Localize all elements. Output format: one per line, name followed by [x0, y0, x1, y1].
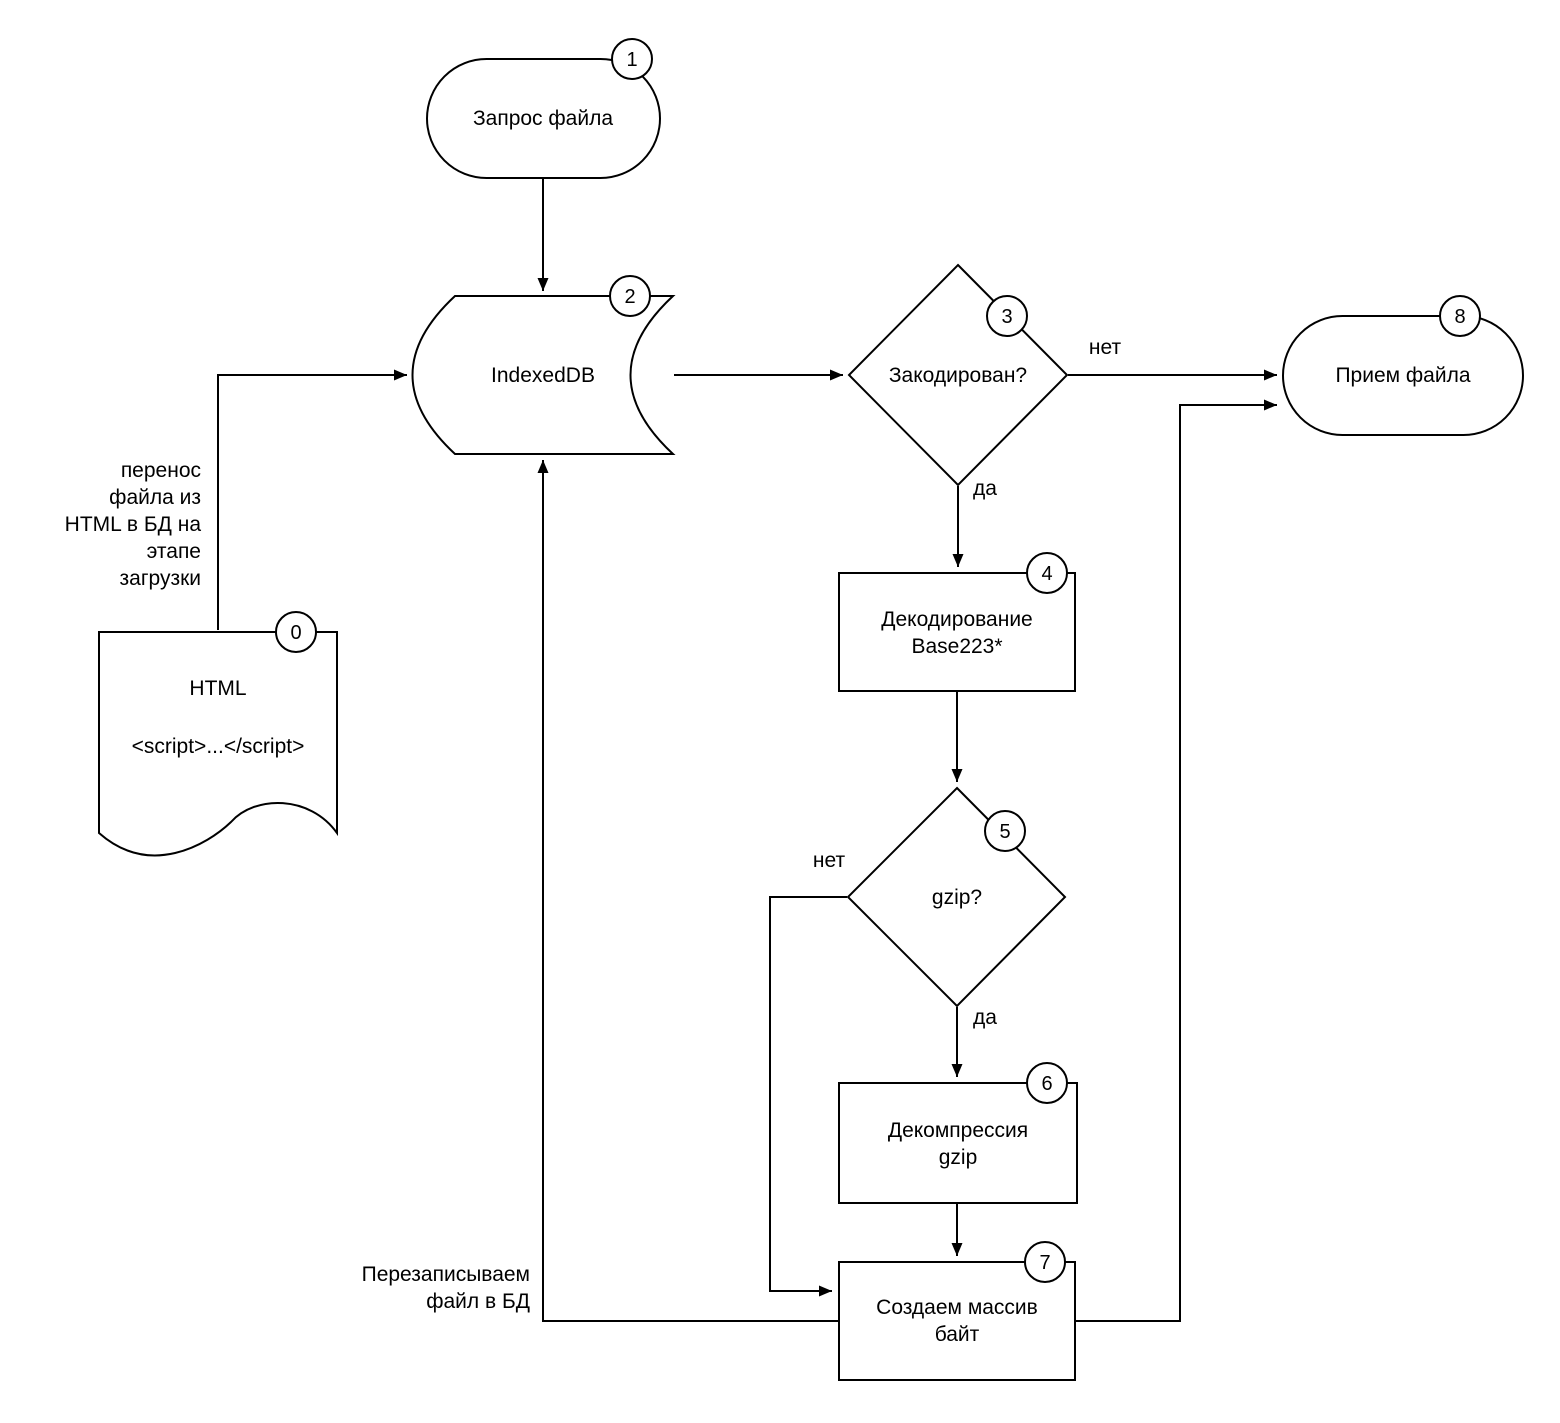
badge-number: 1: [626, 49, 637, 71]
badge-circle: [1024, 1241, 1066, 1283]
node-decode-base223: Декодирование Base223* 4: [838, 552, 1076, 692]
edges: [217, 178, 1277, 1322]
node-byte-array-label-line1: Создаем массив: [876, 1296, 1038, 1319]
badge-number: 3: [1001, 306, 1012, 328]
badge-number: 8: [1454, 306, 1465, 328]
step-badge: 1: [611, 38, 653, 80]
node-byte-array-label-line2: байт: [935, 1323, 980, 1346]
badge-number: 0: [290, 622, 301, 644]
transfer-note-line: HTML в БД на: [65, 513, 202, 536]
transfer-note-line: этапе: [147, 540, 201, 563]
step-badge: 4: [1026, 552, 1068, 594]
edge-html-to-indexeddb: [217, 369, 407, 630]
node-gzip-decompress: Декомпрессия gzip 6: [838, 1062, 1078, 1204]
edge-byte-array-to-indexeddb: [537, 460, 839, 1322]
node-create-byte-array: Создаем массив байт 7: [838, 1241, 1076, 1381]
node-file-request: Запрос файла 1: [426, 38, 661, 179]
terminator-shape: [426, 58, 661, 179]
step-badge: 0: [275, 611, 317, 653]
decision-gzip-label: gzip?: [932, 886, 982, 909]
process-shape: [838, 1261, 1076, 1381]
label-encoded-no: нет: [1089, 336, 1122, 359]
node-indexeddb-label: IndexedDB: [491, 364, 595, 387]
node-decode-label-line1: Декодирование: [881, 608, 1033, 631]
badge-number: 7: [1039, 1252, 1050, 1274]
badge-number: 4: [1041, 563, 1052, 585]
badge-circle: [1026, 1062, 1068, 1104]
badge-circle: [611, 38, 653, 80]
edge-byte-array-to-receive: [1076, 399, 1277, 1322]
node-indexeddb: IndexedDB 2: [411, 275, 676, 455]
node-file-receive-label: Прием файла: [1335, 364, 1470, 387]
edge-gzip-no-to-byte-array: [769, 896, 847, 1297]
step-badge: 8: [1439, 295, 1481, 337]
node-decompress-label-line2: gzip: [939, 1146, 978, 1169]
badge-circle: [275, 611, 317, 653]
process-shape: [838, 572, 1076, 692]
step-badge: 7: [1024, 1241, 1066, 1283]
stored-data-shape: [411, 295, 676, 455]
node-decode-label-line2: Base223*: [911, 635, 1002, 658]
badge-number: 5: [999, 821, 1010, 843]
badge-circle: [984, 810, 1026, 852]
node-file-receive: Прием файла 8: [1282, 295, 1524, 436]
decision-encoded-label: Закодирован?: [889, 364, 1027, 387]
edge-labels: нет да нет да: [813, 336, 1122, 1029]
badge-number: 6: [1041, 1073, 1052, 1095]
step-badge: 5: [984, 810, 1026, 852]
transfer-note-line: загрузки: [120, 567, 201, 590]
rewrite-note-line: файл в БД: [426, 1290, 530, 1313]
badge-circle: [1026, 552, 1068, 594]
badge-number: 2: [624, 286, 635, 308]
badge-circle: [1439, 295, 1481, 337]
process-shape: [838, 1082, 1078, 1204]
badge-circle: [609, 275, 651, 317]
label-gzip-yes: да: [973, 1006, 997, 1029]
document-shape: [98, 631, 338, 857]
decision-gzip: gzip? 5: [846, 786, 1067, 1008]
badge-circle: [986, 295, 1028, 337]
rewrite-note-line: Перезаписываем: [362, 1263, 530, 1286]
step-badge: 3: [986, 295, 1028, 337]
step-badge: 6: [1026, 1062, 1068, 1104]
node-html-label-line2: <script>...</script>: [132, 735, 305, 758]
transfer-note-line: файла из: [109, 486, 201, 509]
decision-encoded: Закодирован? 3: [847, 263, 1069, 487]
node-decompress-label-line1: Декомпрессия: [888, 1119, 1028, 1142]
transfer-note-line: перенос: [121, 459, 201, 482]
step-badge: 2: [609, 275, 651, 317]
node-html-document: HTML <script>...</script> 0: [98, 611, 338, 857]
node-html-label-line1: HTML: [189, 677, 246, 700]
node-file-request-label: Запрос файла: [473, 107, 613, 130]
label-encoded-yes: да: [973, 477, 997, 500]
label-gzip-no: нет: [813, 849, 846, 872]
rewrite-note: Перезаписываем файл в БД: [362, 1263, 530, 1313]
terminator-shape: [1282, 315, 1524, 436]
transfer-note: перенос файла из HTML в БД на этапе загр…: [65, 459, 202, 590]
